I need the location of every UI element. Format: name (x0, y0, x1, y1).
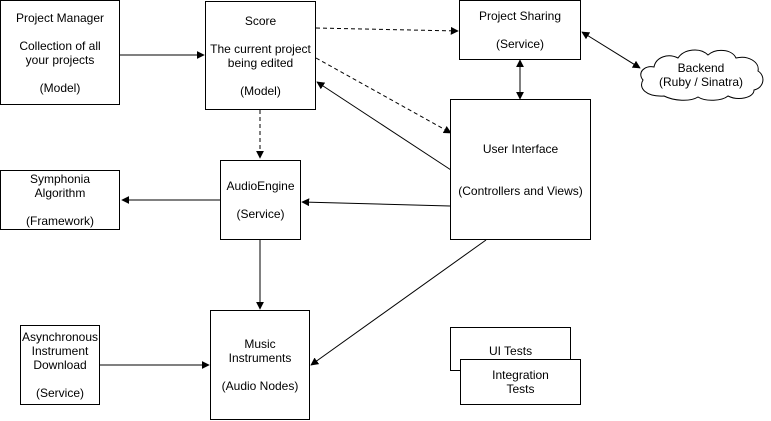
async-download-box: Asynchronous Instrument Download (Servic… (20, 325, 100, 405)
integration-tests-box: Integration Tests (460, 359, 581, 405)
user-interface-role: (Controllers and Views) (458, 183, 583, 198)
backend-title: Backend (677, 61, 725, 75)
async-download-role: (Service) (35, 386, 84, 400)
score-desc-line2: being edited (227, 55, 294, 70)
score-box: Score The current project being edited (… (205, 1, 316, 110)
symphonia-algorithm-box: Symphonia Algorithm (Framework) (0, 170, 120, 230)
async-download-line3: Download (33, 358, 87, 372)
symphonia-line1: Symphonia (29, 172, 91, 186)
edge-userinterface-to-musicinstruments (310, 239, 487, 366)
score-title: Score (244, 13, 277, 28)
backend-cloud: Backend (Ruby / Sinatra) (634, 44, 768, 102)
symphonia-role: (Framework) (26, 214, 94, 228)
backend-subtitle: (Ruby / Sinatra) (658, 75, 744, 89)
project-sharing-title: Project Sharing (478, 9, 562, 23)
async-download-line1: Asynchronous (21, 330, 99, 344)
audio-engine-title: AudioEngine (226, 179, 295, 193)
edge-userinterface-to-score (316, 81, 452, 171)
project-sharing-box: Project Sharing (Service) (459, 0, 581, 60)
music-instruments-box: Music Instruments (Audio Nodes) (210, 310, 310, 420)
ui-tests-title: UI Tests (488, 344, 533, 358)
integration-tests-line1: Integration (492, 368, 549, 382)
music-instruments-line2: Instruments (228, 351, 292, 365)
integration-tests-line2: Tests (506, 382, 535, 396)
edge-userinterface-to-audioengine (301, 198, 451, 207)
project-manager-role: (Model) (39, 80, 81, 95)
cloud-shape-icon (640, 49, 764, 101)
edge-score-to-userinterface (315, 57, 452, 134)
user-interface-title: User Interface (482, 141, 559, 156)
audio-engine-box: AudioEngine (Service) (220, 160, 301, 240)
edge-score-to-projectsharing (315, 26, 459, 35)
score-desc-line1: The current project (210, 41, 311, 56)
project-sharing-role: (Service) (495, 37, 544, 51)
project-manager-desc-line1: Collection of all (19, 38, 101, 53)
edge-projectsharing-backend (581, 31, 641, 69)
async-download-line2: Instrument (31, 344, 89, 358)
audio-engine-role: (Service) (236, 207, 285, 221)
project-manager-desc-line2: your projects (25, 52, 95, 67)
music-instruments-line1: Music (244, 337, 276, 351)
project-manager-box: Project Manager Collection of all your p… (0, 0, 120, 105)
score-role: (Model) (240, 83, 281, 98)
user-interface-box: User Interface (Controllers and Views) (450, 99, 591, 240)
project-manager-title: Project Manager (15, 10, 105, 25)
music-instruments-role: (Audio Nodes) (221, 379, 299, 393)
symphonia-line2: Algorithm (34, 186, 86, 200)
